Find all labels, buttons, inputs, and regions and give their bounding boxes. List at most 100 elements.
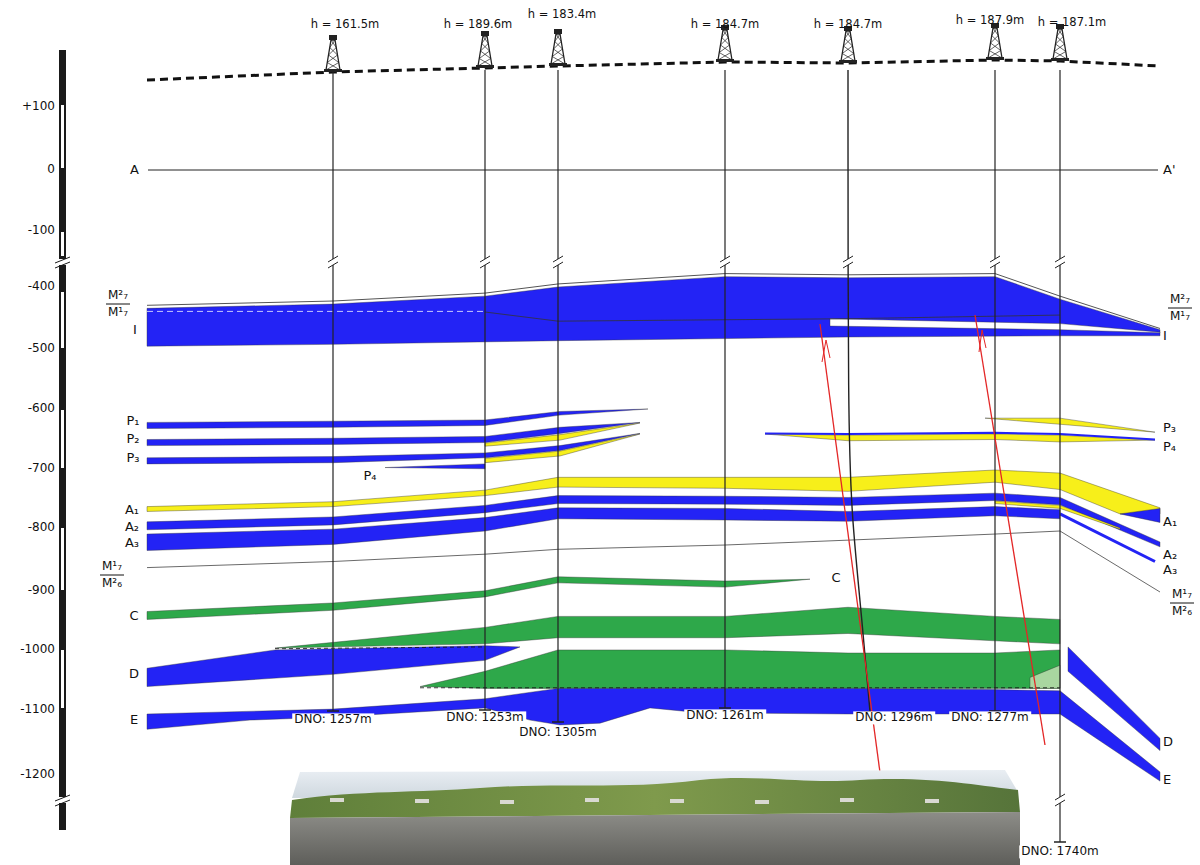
derrick-crown [329, 35, 337, 40]
layer-name: A₁ [125, 503, 139, 517]
layer-P4-top [765, 433, 1155, 440]
derrick-lattice [845, 31, 852, 39]
layer-name: D [1163, 735, 1173, 749]
well-break-mark [990, 262, 1000, 268]
fraction-bar [1170, 603, 1194, 604]
layer-name: P₁ [126, 414, 139, 428]
facies-boundary [275, 647, 485, 649]
derrick-icon [716, 25, 734, 62]
photo-building [585, 798, 599, 802]
derrick-lattice [482, 36, 489, 44]
layer-name: A₂ [125, 520, 139, 534]
photo-building [670, 799, 684, 803]
stage-name: M¹₇ [1170, 310, 1190, 323]
derrick-lattice [991, 36, 1000, 44]
axis-value: +100 [22, 100, 55, 113]
well-break-mark [1055, 800, 1065, 806]
derrick-frame [988, 28, 1002, 58]
well-bore [994, 70, 995, 711]
well-break-gap [843, 259, 853, 265]
derrick-lattice [551, 57, 565, 65]
layer-name: C [129, 609, 138, 623]
axis-value: -1000 [20, 643, 55, 656]
well-break-gap [553, 259, 563, 265]
stage-name: M¹₇ [108, 306, 128, 319]
layer-P3-sand [485, 434, 640, 463]
derrick-base [324, 69, 342, 72]
photo-building [415, 799, 429, 803]
axis-value: -1200 [20, 768, 55, 781]
axis-value: -500 [28, 342, 55, 355]
facies-boundary [420, 687, 1060, 688]
well-depth: DNO: 1277m [949, 711, 1031, 724]
well-break-gap [720, 259, 730, 265]
derrick-base [716, 59, 734, 62]
well-break-gap [990, 259, 1000, 265]
photo-building [755, 800, 769, 804]
derrick-icon [1051, 24, 1069, 61]
derrick-icon [986, 23, 1004, 60]
scale-bar-segment [61, 105, 64, 168]
layer-P3 [147, 433, 640, 464]
layer-A1-clay [1120, 508, 1160, 522]
well-bore [1059, 70, 1060, 842]
derrick-lattice [478, 59, 492, 67]
well-elevation: h = 187.9m [956, 14, 1024, 27]
derrick-lattice [554, 42, 563, 50]
well-break-mark [480, 256, 490, 262]
well-break-mark [480, 262, 490, 268]
fault-line [820, 324, 885, 810]
fraction-bar [100, 575, 124, 576]
well-depth: DNO: 1296m [853, 711, 935, 724]
well-break-mark [990, 256, 1000, 262]
well-depth: DNO: 1261m [684, 709, 766, 722]
well-elevation: h = 184.7m [814, 18, 882, 31]
layer-boundary [485, 312, 1060, 321]
fault-arrow [826, 340, 830, 358]
fault-arrow [979, 330, 982, 352]
well-bottom [1054, 841, 1066, 843]
stage-name: M²₇ [108, 289, 128, 302]
derrick-base [549, 63, 567, 66]
derrick-lattice [718, 53, 732, 61]
well-break-mark [843, 256, 853, 262]
axis-value: -900 [28, 584, 55, 597]
stage-name: M²₆ [1172, 605, 1192, 618]
scale-bar-segment [61, 292, 64, 348]
layer-E [147, 688, 1160, 781]
scale-break-mark [55, 257, 70, 263]
layer-name: P₃ [1163, 421, 1176, 435]
derrick-lattice [992, 28, 999, 36]
derrick-base [476, 65, 494, 68]
axis-value: -100 [28, 224, 55, 237]
well-depth: DNO: 1305m [517, 726, 599, 739]
derrick-frame [326, 40, 340, 70]
derrick-icon [839, 26, 857, 63]
axis-value: -1100 [20, 703, 55, 716]
stage-name: M²₇ [1170, 293, 1190, 306]
well-break-mark [720, 262, 730, 268]
well-elevation: h = 183.4m [528, 8, 596, 21]
well-break-mark [720, 256, 730, 262]
axis-value: 0 [47, 163, 55, 176]
derrick-lattice [844, 39, 853, 47]
derrick-lattice [327, 55, 339, 63]
well-break-mark [328, 262, 338, 268]
layer-name: P₂ [126, 432, 139, 446]
layer-P1 [147, 409, 648, 429]
well-bore [724, 70, 725, 708]
photo-building [840, 798, 854, 802]
well-bore [332, 70, 333, 711]
layer-I [147, 277, 1160, 347]
well-depth: DNO: 1257m [292, 713, 374, 726]
layer-green [420, 650, 1060, 688]
well-break-mark [1055, 262, 1065, 268]
layer-name: A₁ [1163, 515, 1177, 529]
section-end: A [130, 163, 139, 177]
layer-name: I [133, 323, 137, 337]
scale-bar-segment [61, 650, 64, 708]
landscape-photo [290, 770, 1020, 865]
